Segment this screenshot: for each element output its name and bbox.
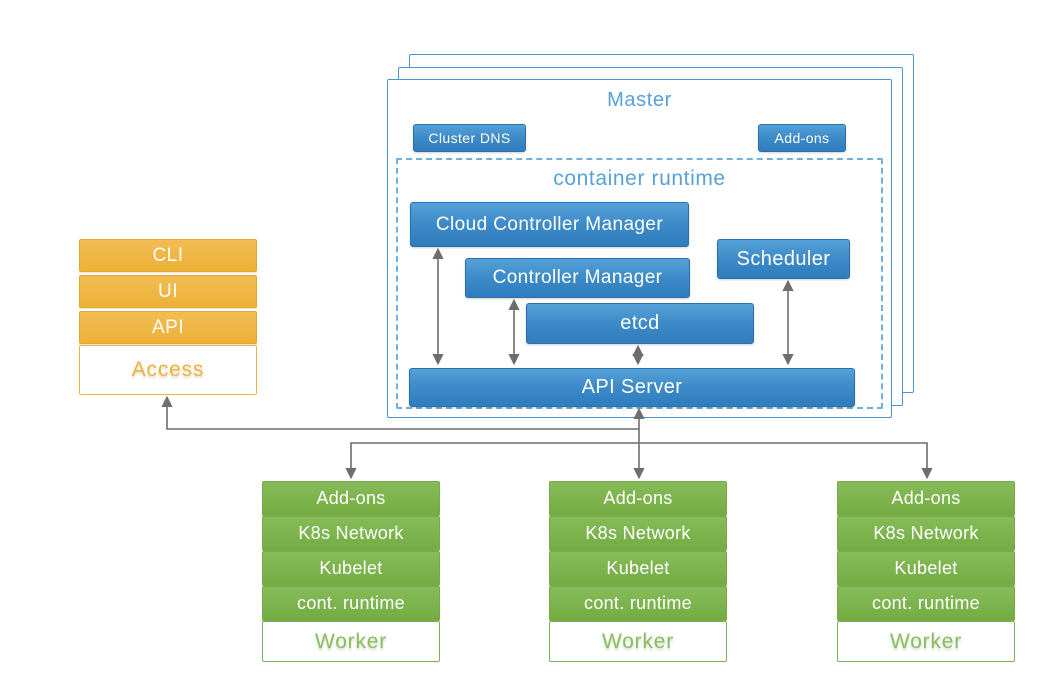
worker1-addons-label: Add-ons <box>316 488 386 508</box>
worker1-addons-row: Add-ons <box>262 481 440 516</box>
scheduler-box: Scheduler <box>717 239 850 279</box>
controller-manager-label: Controller Manager <box>492 267 663 288</box>
cli-label: CLI <box>152 244 184 266</box>
master-node-panel: Master Cluster DNS Add-ons container run… <box>387 79 892 418</box>
cloud-controller-manager-box: Cloud Controller Manager <box>410 202 689 247</box>
worker3-k8s-network-label: K8s Network <box>873 523 979 543</box>
master-addons-label: Add-ons <box>774 130 830 146</box>
access-title: Access <box>131 358 205 381</box>
access-stack: CLI UI API Access <box>79 239 257 395</box>
worker2-title-box: Worker <box>549 621 727 662</box>
worker2-cont-runtime-label: cont. runtime <box>584 593 692 613</box>
worker-node-2: Add-ons K8s Network Kubelet cont. runtim… <box>549 481 727 662</box>
worker2-kubelet-row: Kubelet <box>549 551 727 586</box>
worker3-cont-runtime-row: cont. runtime <box>837 586 1015 621</box>
worker1-title: Worker <box>314 629 388 653</box>
worker3-addons-label: Add-ons <box>891 488 961 508</box>
etcd-label: etcd <box>620 312 660 334</box>
worker2-title: Worker <box>601 629 675 653</box>
etcd-box: etcd <box>526 303 754 344</box>
worker1-cont-runtime-row: cont. runtime <box>262 586 440 621</box>
arrow-apiserver-worker1-worker3 <box>345 442 933 480</box>
access-row-api: API <box>79 311 257 344</box>
worker1-k8s-network-row: K8s Network <box>262 516 440 551</box>
worker2-cont-runtime-row: cont. runtime <box>549 586 727 621</box>
worker-node-1: Add-ons K8s Network Kubelet cont. runtim… <box>262 481 440 662</box>
api-label: API <box>151 316 185 338</box>
access-row-cli: CLI <box>79 239 257 272</box>
api-server-label: API Server <box>581 376 683 398</box>
worker2-addons-label: Add-ons <box>603 488 673 508</box>
ui-label: UI <box>158 280 178 302</box>
worker3-cont-runtime-label: cont. runtime <box>872 593 980 613</box>
worker1-title-box: Worker <box>262 621 440 662</box>
api-server-box: API Server <box>409 368 855 407</box>
master-title: Master <box>607 89 672 111</box>
controller-manager-box: Controller Manager <box>465 258 690 298</box>
worker1-kubelet-label: Kubelet <box>319 558 383 578</box>
worker-node-3: Add-ons K8s Network Kubelet cont. runtim… <box>837 481 1015 662</box>
worker3-addons-row: Add-ons <box>837 481 1015 516</box>
worker1-kubelet-row: Kubelet <box>262 551 440 586</box>
cluster-dns-box: Cluster DNS <box>413 124 526 152</box>
worker3-title-box: Worker <box>837 621 1015 662</box>
access-title-box: Access <box>79 345 257 395</box>
scheduler-label: Scheduler <box>736 247 831 270</box>
container-runtime-panel: container runtime Cloud Controller Manag… <box>396 158 883 409</box>
worker1-k8s-network-label: K8s Network <box>298 523 404 543</box>
worker2-kubelet-label: Kubelet <box>606 558 670 578</box>
container-runtime-title: container runtime <box>553 167 726 190</box>
cluster-dns-label: Cluster DNS <box>428 130 511 146</box>
worker2-addons-row: Add-ons <box>549 481 727 516</box>
worker2-k8s-network-label: K8s Network <box>585 523 691 543</box>
worker3-kubelet-row: Kubelet <box>837 551 1015 586</box>
worker2-k8s-network-row: K8s Network <box>549 516 727 551</box>
worker3-k8s-network-row: K8s Network <box>837 516 1015 551</box>
master-addons-box: Add-ons <box>758 124 846 152</box>
worker3-kubelet-label: Kubelet <box>894 558 958 578</box>
worker3-title: Worker <box>889 629 963 653</box>
worker1-cont-runtime-label: cont. runtime <box>297 593 405 613</box>
cloud-controller-manager-label: Cloud Controller Manager <box>435 213 664 235</box>
access-row-ui: UI <box>79 275 257 308</box>
